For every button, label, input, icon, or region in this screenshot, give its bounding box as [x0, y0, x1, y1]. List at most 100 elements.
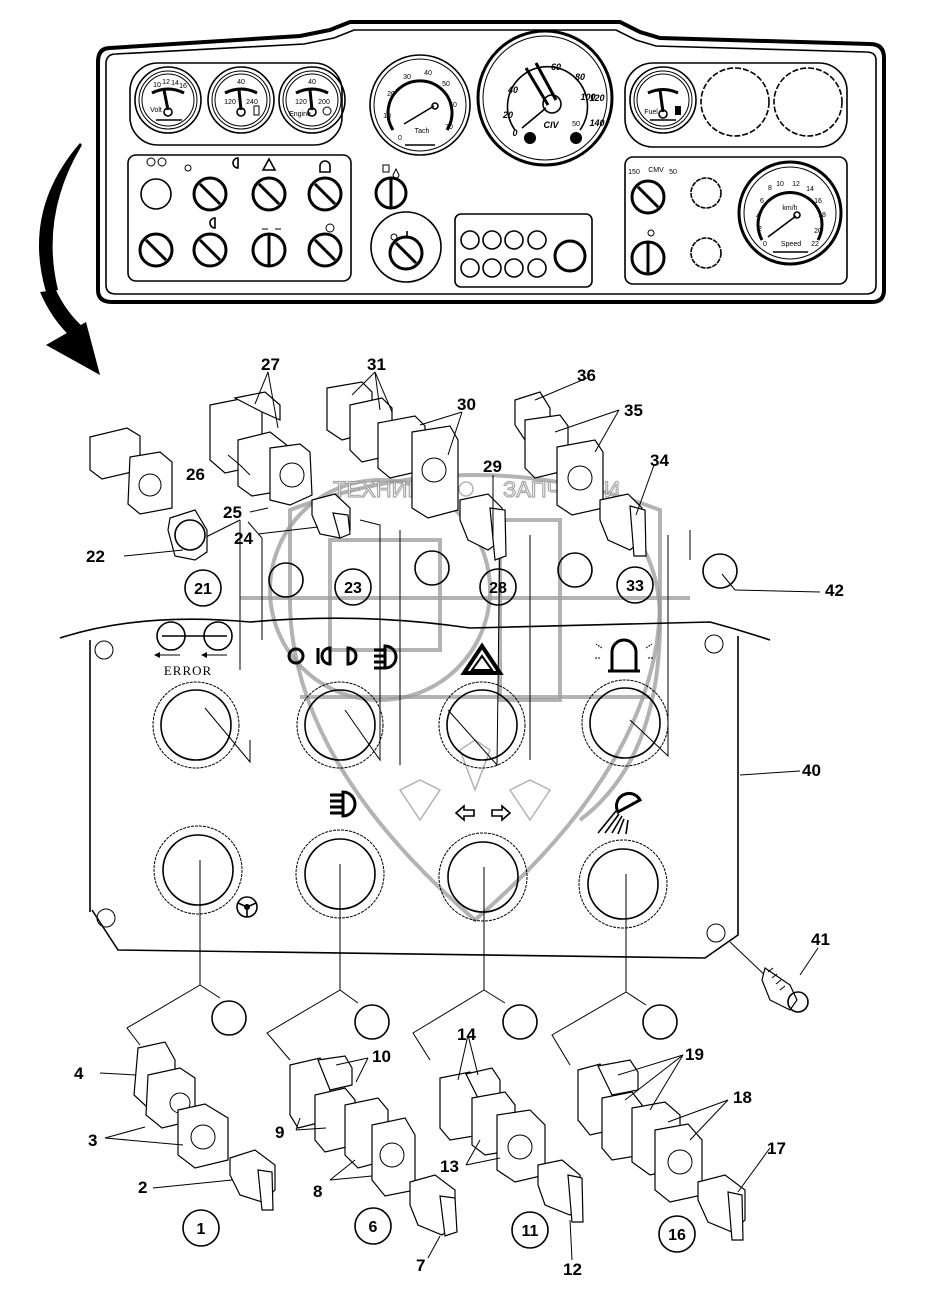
dash-switch-panel-right [624, 156, 848, 285]
svg-text:16: 16 [668, 1227, 686, 1244]
assembly-number-circles: 21 23 28 33 1 6 11 16 [182, 566, 696, 1253]
svg-text:50: 50 [442, 81, 450, 88]
callout-41: 41 [811, 930, 830, 949]
svg-text:8: 8 [768, 185, 772, 192]
svg-text:Tach: Tach [415, 128, 430, 135]
indicator-lens-33 [557, 552, 593, 588]
fuel-gauge: Fuel [629, 66, 697, 134]
rear-work-light-icon [597, 791, 643, 835]
mount-hole [96, 908, 116, 928]
svg-text:21: 21 [194, 581, 212, 598]
callout-17: 17 [767, 1139, 786, 1158]
speedometer: 0 20 40 60 80 100 120 140 CIV 50 [476, 29, 614, 167]
callout-31: 31 [367, 355, 386, 374]
svg-text:12: 12 [162, 79, 170, 86]
engine-gauge-label: Engine [289, 111, 311, 118]
switch-group-6 [289, 1055, 458, 1237]
svg-text:240: 240 [246, 99, 258, 106]
callout-40: 40 [802, 761, 821, 780]
beacon-light-icon [594, 638, 654, 673]
callout-12: 12 [563, 1260, 582, 1279]
svg-text:Speed: Speed [781, 241, 801, 248]
svg-text:16: 16 [814, 198, 822, 205]
svg-text:80: 80 [575, 72, 585, 82]
callout-42: 42 [825, 581, 844, 600]
svg-text:14: 14 [806, 186, 814, 193]
engine-temp-gauge: 120 40 200 Engine [278, 66, 346, 134]
svg-text:23: 23 [344, 580, 362, 597]
svg-text:1: 1 [197, 1221, 206, 1238]
fuel-gauge-label: Fuel [644, 109, 658, 116]
turn-signal-icon [454, 804, 512, 822]
dashboard-frame [96, 20, 886, 304]
callout-34: 34 [650, 451, 669, 470]
cmv-label: CMV [648, 167, 664, 174]
assembly-23: 23 [334, 568, 372, 606]
assembly-6: 6 [354, 1207, 392, 1245]
direction-arrow [38, 143, 100, 375]
svg-text:6: 6 [760, 198, 764, 205]
svg-text:60: 60 [551, 62, 561, 72]
work-light-icon [330, 790, 357, 818]
dash-switch-panel-left [127, 154, 352, 282]
callout-4: 4 [74, 1064, 84, 1083]
indicator-lenses-lower [211, 1000, 678, 1040]
svg-text:120: 120 [295, 99, 307, 106]
callout-26: 26 [186, 465, 205, 484]
mount-hole [94, 640, 114, 660]
svg-text:0: 0 [398, 135, 402, 142]
svg-text:6: 6 [369, 1219, 378, 1236]
indicator-lens-28 [414, 550, 450, 586]
svg-text:120: 120 [224, 99, 236, 106]
svg-text:10: 10 [776, 181, 784, 188]
svg-text:km/h: km/h [782, 205, 797, 212]
callout-8: 8 [313, 1182, 322, 1201]
small-gauges-housing [129, 62, 343, 146]
callout-14: 14 [457, 1025, 476, 1044]
tachometer: 0 10 20 30 40 50 60 70 Tach [369, 54, 471, 156]
svg-text:40: 40 [424, 70, 432, 77]
svg-text:16: 16 [179, 83, 187, 90]
callout-25: 25 [223, 503, 242, 522]
callout-10: 10 [372, 1047, 391, 1066]
indicator-lens-42 [702, 553, 738, 589]
svg-text:40: 40 [308, 79, 316, 86]
callout-29: 29 [483, 457, 502, 476]
dash-right-switches: CMV 150 50 [628, 167, 722, 276]
bolt-41 [761, 967, 809, 1013]
svg-text:20: 20 [814, 228, 822, 235]
mount-hole [704, 634, 724, 654]
svg-text:70: 70 [445, 124, 453, 131]
svg-text:50: 50 [669, 169, 677, 176]
svg-text:0: 0 [512, 128, 517, 138]
svg-text:4: 4 [756, 213, 760, 220]
svg-text:CIV: CIV [543, 120, 559, 130]
diff-lock-error-icon: ERROR [154, 621, 233, 678]
dashboard: Volt 10 12 14 16 120 40 240 120 40 200 [96, 20, 886, 304]
callout-35: 35 [624, 401, 643, 420]
switch-group-1 [133, 1041, 276, 1211]
assembly-33: 33 [616, 566, 654, 604]
svg-text:20: 20 [502, 110, 513, 120]
blank-gauge-slot-1 [700, 67, 770, 137]
svg-text:200: 200 [318, 99, 330, 106]
warning-light-panel [454, 213, 593, 288]
svg-text:40: 40 [237, 79, 245, 86]
panel-opening-row1 [152, 679, 669, 769]
speed-gauge: 0 2 4 6 8 10 12 14 16 18 20 22 km/h Spee… [737, 160, 843, 266]
error-label: ERROR [164, 663, 212, 678]
lights-switch-icon [287, 644, 398, 670]
callout-24: 24 [234, 529, 253, 548]
callout-2: 2 [138, 1178, 147, 1197]
callout-27: 27 [261, 355, 280, 374]
switch-group-28 [326, 381, 507, 586]
svg-text:0: 0 [763, 241, 767, 248]
hazard-warning-icon [460, 642, 504, 675]
svg-text:150: 150 [628, 169, 640, 176]
blank-gauge-slot-2 [773, 67, 843, 137]
callout-18: 18 [733, 1088, 752, 1107]
callout-3: 3 [88, 1131, 97, 1150]
callout-9: 9 [275, 1123, 284, 1142]
indicator-lens-23 [268, 562, 304, 598]
svg-text:11: 11 [522, 1223, 539, 1240]
